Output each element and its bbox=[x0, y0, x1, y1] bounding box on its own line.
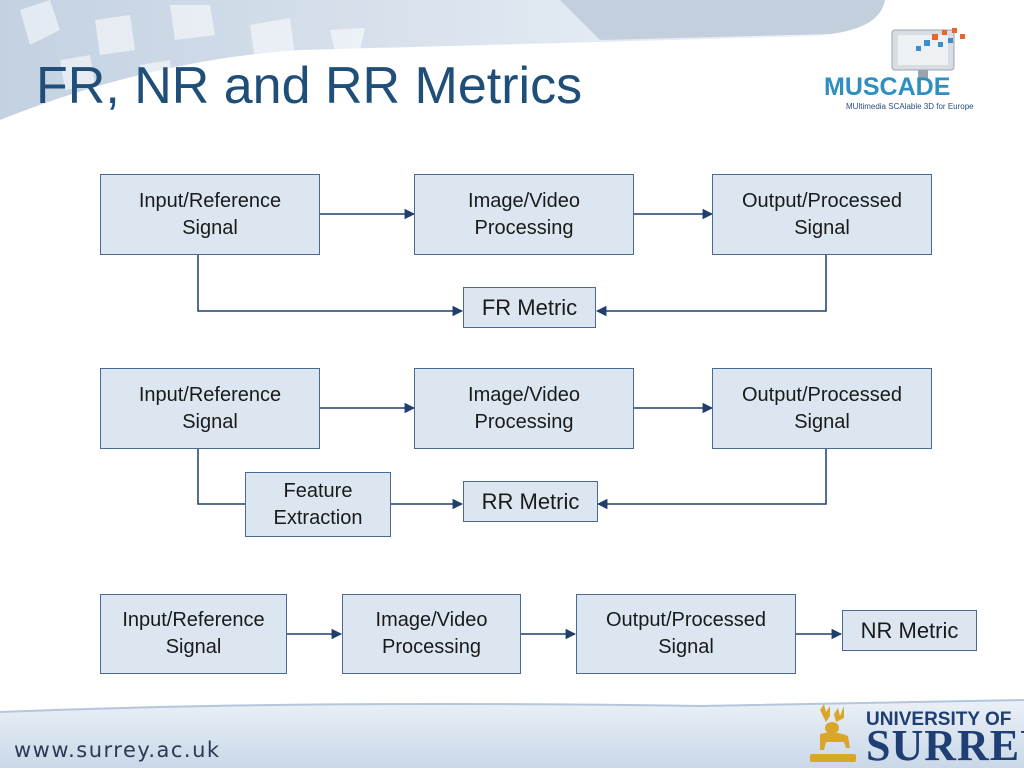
nr-input-box: Input/Reference Signal bbox=[100, 594, 287, 674]
fr-processing-label: Image/Video Processing bbox=[468, 189, 580, 239]
rr-output-label: Output/Processed Signal bbox=[741, 383, 903, 433]
footer-url: www.surrey.ac.uk bbox=[14, 738, 221, 762]
surrey-stag-icon bbox=[810, 704, 856, 762]
rr-arrow-output-metric bbox=[596, 449, 827, 510]
fr-processing-box: Image/Video Processing bbox=[414, 174, 634, 255]
nr-processing-box: Image/Video Processing bbox=[342, 594, 521, 674]
rr-input-label: Input/Reference Signal bbox=[138, 383, 282, 433]
muscade-tagline: MUltimedia SCAlable 3D for Europe bbox=[846, 102, 974, 111]
rr-metric-box: RR Metric bbox=[463, 481, 598, 522]
rr-processing-label: Image/Video Processing bbox=[468, 383, 580, 433]
fr-arrow-output-metric bbox=[595, 255, 827, 317]
fr-input-box: Input/Reference Signal bbox=[100, 174, 320, 255]
fr-output-box: Output/Processed Signal bbox=[712, 174, 932, 255]
nr-processing-label: Image/Video Processing bbox=[375, 609, 488, 658]
surrey-logo-line1: UNIVERSITY OF bbox=[866, 709, 1012, 730]
nr-input-label: Input/Reference Signal bbox=[122, 609, 265, 658]
fr-metric-label: FR Metric bbox=[481, 295, 578, 320]
rr-output-box: Output/Processed Signal bbox=[712, 368, 932, 449]
surrey-logo-line2: SURREY bbox=[866, 721, 1024, 770]
fr-metric-box: FR Metric bbox=[463, 287, 596, 328]
fr-input-label: Input/Reference Signal bbox=[138, 189, 282, 239]
nr-output-label: Output/Processed Signal bbox=[605, 609, 767, 658]
nr-output-box: Output/Processed Signal bbox=[576, 594, 796, 674]
muscade-logo bbox=[891, 28, 965, 78]
rr-line-input-feature bbox=[197, 449, 245, 505]
nr-metric-label: NR Metric bbox=[860, 618, 959, 643]
fr-arrow-input-metric bbox=[197, 255, 464, 317]
fr-output-label: Output/Processed Signal bbox=[741, 189, 903, 239]
muscade-wordmark: MUSCADE bbox=[824, 73, 951, 101]
nr-metric-box: NR Metric bbox=[842, 610, 977, 651]
slide-title: FR, NR and RR Metrics bbox=[36, 57, 583, 115]
rr-metric-label: RR Metric bbox=[481, 489, 580, 514]
rr-feature-extraction-label: Feature Extraction bbox=[273, 479, 363, 529]
rr-input-box: Input/Reference Signal bbox=[100, 368, 320, 449]
rr-processing-box: Image/Video Processing bbox=[414, 368, 634, 449]
rr-feature-extraction-box: Feature Extraction bbox=[245, 472, 391, 537]
